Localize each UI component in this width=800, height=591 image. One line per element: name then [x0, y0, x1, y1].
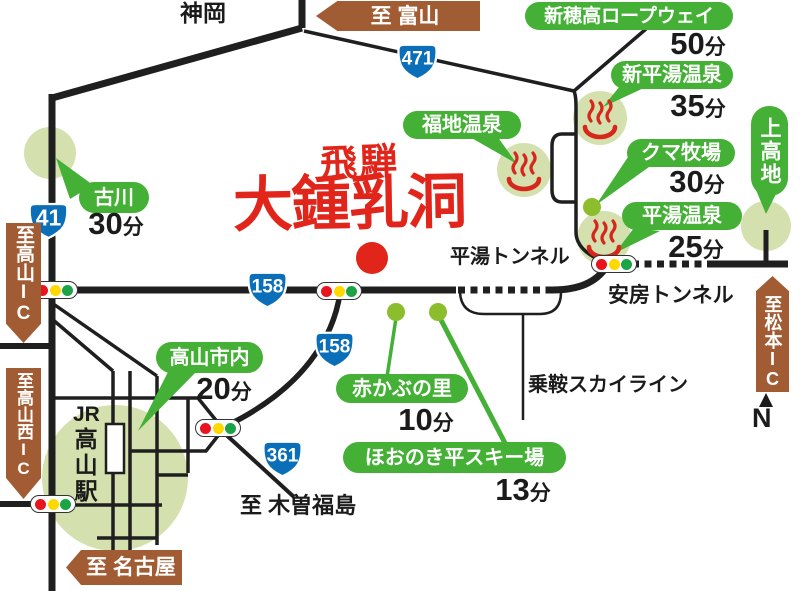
road-471	[303, 29, 575, 93]
takayama-city-pointer	[138, 370, 197, 431]
label-pointers	[56, 86, 778, 447]
label-kamikochi: 上高地	[751, 106, 788, 196]
traffic-light-icon	[32, 281, 78, 299]
label-shinhirayu-onsen: 新平湯温泉	[611, 61, 733, 89]
traffic-light-icon	[316, 282, 362, 300]
label-kamioka: 神岡	[180, 0, 226, 26]
label-furukawa: 古川	[79, 182, 149, 213]
kuma-pointer	[596, 157, 649, 205]
logo-daishonyudo: 大鍾乳洞	[232, 166, 466, 242]
label-hirayu-tunnel: 平湯トンネル	[450, 246, 570, 268]
akakabu-pointer	[385, 317, 398, 378]
kuma-dot	[583, 198, 601, 216]
compass-north-label: N	[752, 403, 772, 433]
hoonoki-pointer	[437, 316, 509, 447]
cave-location-dot	[356, 242, 388, 274]
route-badge-158: 158	[245, 270, 290, 310]
hirayu-pointer	[615, 228, 660, 253]
label-takayama-station: 高山駅	[71, 427, 98, 505]
label-abo-tunnel: 安房トンネル	[608, 284, 734, 307]
label-hoonoki-ski: ほおのき平スキー場	[343, 442, 566, 473]
traffic-light-icon	[195, 419, 241, 437]
traffic-light-icon	[30, 495, 76, 513]
label-kiso-fukushima: 至 木曽福島	[240, 493, 357, 518]
road-41-diagonal	[51, 24, 303, 102]
city-road-h1	[52, 396, 221, 426]
route-badge-158-branch: 158	[312, 330, 357, 370]
city-road-diagonal-2	[50, 317, 115, 373]
north-arrow-icon	[759, 393, 773, 407]
shinhirayu-pointer	[603, 86, 648, 107]
kamikochi-tree-circle	[741, 201, 791, 251]
route-badge-361: 361	[260, 439, 305, 479]
road-361	[220, 429, 296, 499]
takayama-station-area-circle	[42, 405, 188, 551]
fukuji-pointer	[468, 136, 517, 164]
label-hirayu-onsen: 平湯温泉	[622, 202, 742, 230]
label-shinhotaka-ropeway: 新穂高ロープウェイ	[525, 2, 733, 30]
traffic-light-icon	[591, 255, 637, 273]
kamikochi-pointer	[756, 190, 778, 214]
sign-to-nagoya: 至 名古屋	[66, 550, 182, 585]
road-to-shinhotaka	[572, 27, 648, 93]
label-takayama-city: 高山市内	[156, 342, 263, 373]
sign-to-matsumoto-ic: 至松本IC	[756, 276, 789, 392]
norikura-bracket	[458, 291, 563, 316]
route-badge-471: 471	[395, 42, 440, 82]
akakabu-dot	[387, 303, 405, 321]
label-akakabu-no-sato: 赤かぶの里	[336, 374, 468, 403]
sign-to-toyama: 至 富山	[316, 1, 480, 31]
station-building	[104, 422, 126, 475]
label-kuma-ranch: クマ牧場	[627, 139, 735, 167]
label-jr: JR	[73, 403, 100, 426]
label-fukuji-onsen: 福地温泉	[403, 111, 521, 139]
road-fukuji-loop	[550, 132, 576, 204]
label-norikura-skyline: 乗鞍スカイライン	[528, 374, 688, 396]
city-road-diagonal-1	[51, 301, 158, 378]
hoonoki-dot	[429, 303, 447, 321]
road-158-branch-curve	[224, 292, 343, 429]
sign-to-takayama-nishi-ic: 至高山西IC	[6, 368, 41, 499]
sign-to-takayama-ic: 至高山IC	[6, 223, 41, 343]
